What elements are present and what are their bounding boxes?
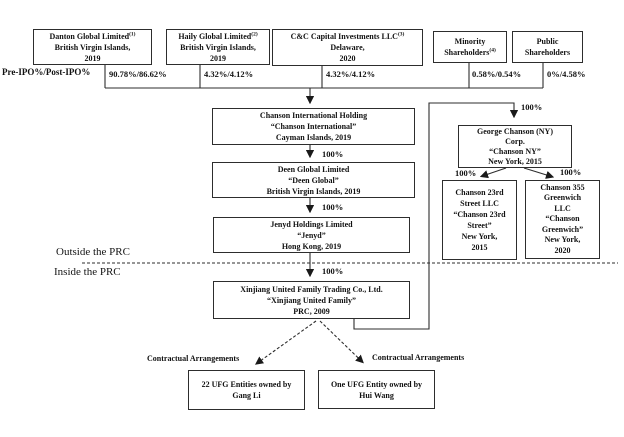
pct-deen-to-jenyd: 100% [322, 202, 344, 212]
box-danton-global: Danton Global Limited(1) British Virgin … [33, 29, 152, 65]
entity-alias-2: Street” [467, 221, 492, 230]
outside-prc-label: Outside the PRC [56, 246, 130, 258]
pct-danton: 90.78%/86.62% [109, 69, 167, 79]
entity-name: Xinjiang United Family Trading Co., Ltd. [240, 284, 383, 294]
entity-jurisdiction: Hong Kong, 2019 [281, 241, 342, 251]
box-minority-shareholders: Minority Shareholders(4) [433, 31, 507, 63]
contractual-arrangements-left-label: Contractual Arrangements [147, 354, 240, 363]
pct-minority: 0.58%/0.54% [472, 69, 522, 79]
entity-name-2: Greenwich [543, 193, 582, 203]
owner-name: Hui Wang [359, 390, 394, 400]
entity-name: Danton Global Limited [49, 31, 130, 41]
entity-jurisdiction: British Virgin Islands, [54, 42, 131, 52]
entity-alias: “Chanson 23rd [453, 210, 506, 219]
arrow-george-to-greenwich [523, 167, 555, 179]
entity-alias-2: Greenwich” [541, 224, 584, 234]
pct-public: 0%/4.58% [547, 69, 586, 79]
entity-alias: “Xinjiang United Family” [267, 295, 356, 305]
entity-name: Chanson 355 [540, 182, 585, 192]
entity-year: 2019 [210, 53, 226, 63]
entity-name: Minority [454, 37, 486, 46]
footnote-ref: (4) [489, 47, 496, 54]
entity-name-2: Street LLC [460, 199, 499, 208]
box-ufg-entities-gang-li: 22 UFG Entities owned by Gang Li [188, 370, 305, 410]
entity-year: 2015 [471, 243, 488, 252]
box-jenyd-holdings: Jenyd Holdings Limited “Jenyd” Hong Kong… [213, 217, 410, 253]
entity-jurisdiction: Delaware, [330, 43, 365, 52]
entity-alias: “Chanson [545, 214, 580, 224]
entity-jurisdiction: New York, [461, 232, 498, 241]
footnote-ref: (2) [251, 30, 258, 37]
entity-name: One UFG Entity owned by [330, 379, 423, 389]
entity-name: 22 UFG Entities owned by [201, 380, 292, 389]
pct-chanson-to-deen: 100% [322, 149, 344, 159]
pct-george-to-23rd-street: 100% [455, 168, 477, 178]
entity-name: Chanson International Holding [259, 111, 368, 120]
pct-haily: 4.32%/4.12% [204, 69, 254, 79]
box-deen-global: Deen Global Limited “Deen Global” Britis… [212, 162, 415, 198]
entity-jurisdiction: British Virgin Islands, 2019 [266, 186, 361, 196]
arrow-george-to-23rd-street [479, 167, 507, 179]
entity-name: C&C Capital Investments LLC [290, 32, 398, 41]
entity-name: Deen Global Limited [277, 164, 350, 174]
entity-alias: “Chanson NY” [489, 146, 541, 156]
entity-name: George Chanson (NY) [477, 126, 553, 136]
box-ufg-entity-hui-wang: One UFG Entity owned by Hui Wang [318, 370, 435, 409]
arrow-xinjiang-to-george-chanson [353, 102, 519, 330]
pct-george-to-greenwich: 100% [560, 167, 582, 177]
entity-name: Haily Global Limited [178, 31, 252, 41]
entity-alias: “Deen Global” [288, 175, 339, 185]
entity-year: 2020 [554, 245, 571, 255]
pct-to-george-chanson: 100% [521, 102, 543, 112]
entity-name: Public [536, 37, 559, 46]
inside-prc-label: Inside the PRC [54, 266, 121, 278]
pct-cc: 4.32%/4.12% [326, 69, 376, 79]
entity-name: Jenyd Holdings Limited [270, 219, 353, 229]
entity-jurisdiction: New York, 2015 [488, 156, 542, 166]
entity-year: 2019 [84, 53, 101, 63]
box-cc-capital: C&C Capital Investments LLC(3) Delaware,… [272, 29, 423, 66]
entity-alias: “Jenyd” [297, 230, 326, 240]
entity-name-2: Shareholders [444, 48, 490, 57]
box-xinjiang-united-family: Xinjiang United Family Trading Co., Ltd.… [213, 281, 410, 319]
box-haily-global: Haily Global Limited(2) British Virgin I… [166, 29, 270, 65]
pct-jenyd-to-xinjiang: 100% [322, 266, 344, 276]
entity-jurisdiction: New York, [544, 235, 581, 245]
box-george-chanson-ny: George Chanson (NY) Corp. “Chanson NY” N… [458, 125, 572, 168]
entity-year: 2020 [339, 54, 356, 63]
box-chanson-23rd-street: Chanson 23rd Street LLC “Chanson 23rd St… [442, 180, 517, 260]
box-chanson-355-greenwich: Chanson 355 Greenwich LLC “Chanson Green… [525, 180, 600, 259]
box-public-shareholders: Public Shareholders [512, 31, 583, 63]
box-chanson-international: Chanson International Holding “Chanson I… [212, 108, 415, 145]
pre-post-ipo-row-label: Pre-IPO%/Post-IPO% [2, 67, 91, 77]
entity-name: Chanson 23rd [455, 188, 504, 197]
entity-name-3: LLC [554, 203, 571, 213]
entity-name-2: Shareholders [524, 48, 571, 57]
owner-name: Gang Li [232, 391, 261, 400]
entity-name-2: Corp. [505, 136, 525, 146]
dashed-arrow-to-ufg-right [319, 320, 364, 364]
entity-jurisdiction: British Virgin Islands, [180, 42, 256, 52]
footnote-ref: (3) [397, 31, 405, 38]
footnote-ref: (1) [129, 30, 136, 37]
entity-alias: “Chanson International” [270, 122, 357, 131]
contractual-arrangements-right-label: Contractual Arrangements [372, 353, 465, 362]
entity-jurisdiction: Cayman Islands, 2019 [275, 133, 352, 142]
entity-jurisdiction: PRC, 2009 [293, 306, 330, 316]
dashed-arrow-to-ufg-left [254, 320, 317, 365]
